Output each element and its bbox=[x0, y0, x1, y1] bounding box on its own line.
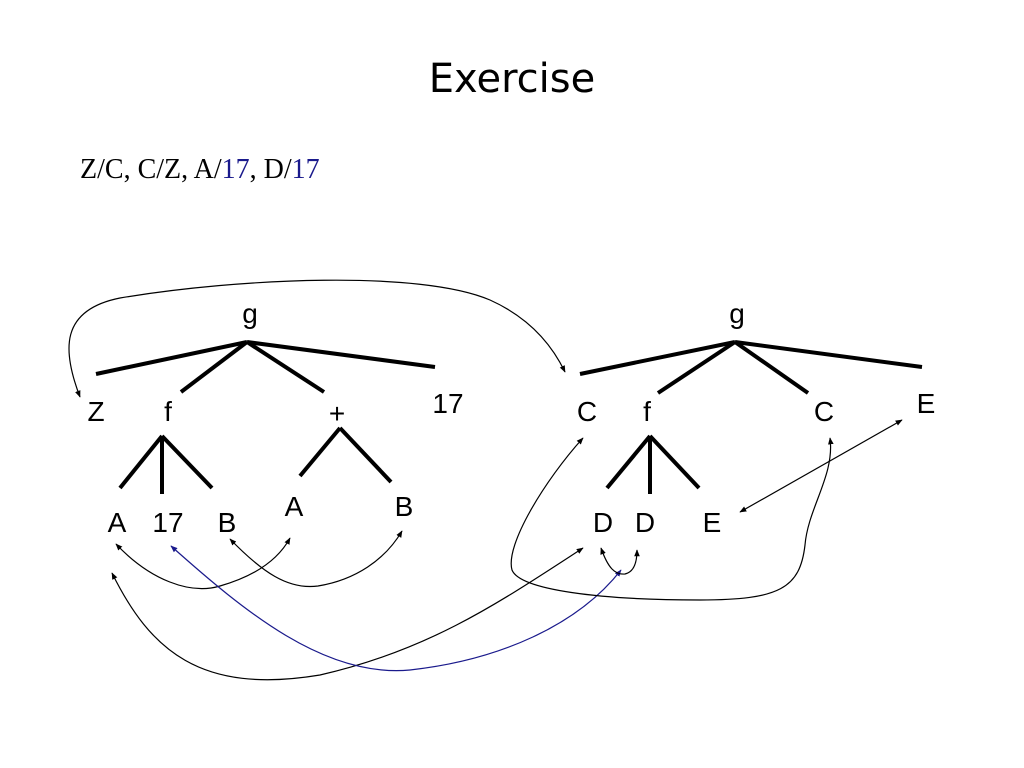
right-node-root: g bbox=[729, 298, 745, 329]
arc-d-to-d bbox=[600, 547, 640, 575]
left-tree-edges bbox=[95, 340, 436, 494]
arc-a-to-d bbox=[111, 547, 584, 681]
arc-17-to-d bbox=[170, 545, 622, 672]
left-node-f-b: B bbox=[218, 507, 237, 538]
right-edge-g-c bbox=[579, 340, 736, 376]
right-node-c: C bbox=[577, 396, 597, 427]
right-edge-f-e bbox=[648, 434, 701, 490]
right-edge-g-f bbox=[656, 340, 737, 395]
arc-e-to-e bbox=[739, 419, 903, 513]
arc-z-to-c bbox=[68, 279, 566, 398]
left-node-root: g bbox=[242, 298, 258, 329]
right-tree-nodes: g C f C E D D E bbox=[577, 298, 935, 538]
left-edge-plus-b bbox=[338, 426, 393, 484]
right-node-f-d2: D bbox=[635, 507, 655, 538]
left-node-f: f bbox=[164, 396, 172, 427]
slide-title: Exercise bbox=[428, 56, 596, 102]
arc-b-to-plus-b bbox=[229, 530, 403, 588]
substitution-list: Z/C, C/Z, A/17, D/17 bbox=[80, 154, 320, 186]
left-node-plus-a: A bbox=[285, 491, 304, 522]
left-tree-nodes: g Z f + 17 A 17 B A B bbox=[87, 298, 463, 538]
right-node-e: E bbox=[917, 388, 936, 419]
right-node-f-d: D bbox=[593, 507, 613, 538]
left-edge-g-17 bbox=[246, 340, 436, 369]
unification-arcs bbox=[68, 279, 903, 681]
right-edge-g-c2 bbox=[733, 340, 810, 395]
right-node-c2: C bbox=[814, 396, 834, 427]
left-edge-plus-a bbox=[298, 426, 342, 478]
arc-a-to-plus-a bbox=[115, 537, 291, 590]
substitution-c-z: C/Z, bbox=[137, 154, 194, 185]
left-node-17: 17 bbox=[432, 388, 463, 419]
left-edge-f-b bbox=[160, 434, 214, 490]
right-tree-edges bbox=[579, 340, 923, 494]
arc-c-to-c bbox=[510, 437, 834, 601]
left-node-plus-b: B bbox=[395, 491, 414, 522]
right-edge-g-e bbox=[734, 340, 923, 369]
right-edge-f-d bbox=[605, 434, 652, 490]
left-node-f-a: A bbox=[108, 507, 127, 538]
right-node-f-e: E bbox=[703, 507, 722, 538]
right-node-f: f bbox=[643, 396, 651, 427]
left-node-z: Z bbox=[87, 396, 104, 427]
left-node-plus: + bbox=[329, 398, 345, 429]
substitution-z-c: Z/C, bbox=[80, 154, 138, 185]
left-node-f-17: 17 bbox=[152, 507, 183, 538]
substitution-a-17: A/17, bbox=[193, 154, 264, 185]
substitution-d-17: D/17 bbox=[263, 154, 320, 185]
left-edge-f-a bbox=[118, 434, 164, 490]
